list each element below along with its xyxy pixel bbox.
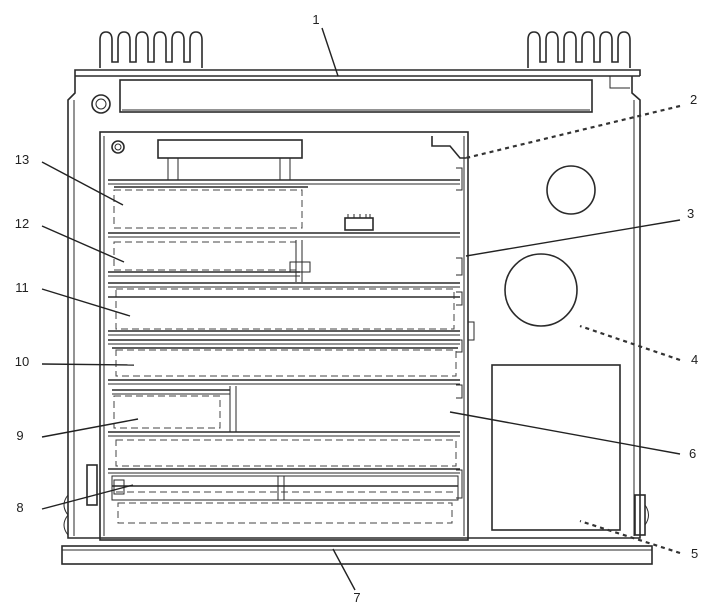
callout-1: 1: [312, 12, 319, 27]
card-cage: [99, 131, 475, 541]
callout-6: 6: [689, 446, 696, 461]
top-connector: [157, 139, 303, 159]
card-12: [108, 232, 460, 282]
side-brackets: [63, 464, 649, 536]
callout-7: 7: [353, 590, 360, 602]
base-plate: [61, 545, 653, 565]
callout-10: 10: [15, 354, 29, 369]
top-rail: [74, 69, 641, 113]
callout-4: 4: [691, 352, 698, 367]
callout-13: 13: [15, 152, 29, 167]
lower-cards: [108, 431, 460, 524]
callout-3: 3: [687, 206, 694, 221]
heatsink-fins-left: [99, 31, 203, 68]
card-10: [108, 339, 460, 385]
callout-8: 8: [16, 500, 23, 515]
small-opening: [546, 165, 596, 215]
callout-2: 2: [690, 92, 697, 107]
right-panel: [491, 165, 621, 531]
callout-9: 9: [16, 428, 23, 443]
callout-11: 11: [15, 280, 29, 295]
heatsink-fins-right: [527, 31, 631, 68]
large-opening: [504, 253, 578, 327]
corner-screw: [91, 94, 111, 114]
card-9: [112, 386, 237, 432]
chassis-frame: [67, 76, 641, 539]
callout-labels: 1 2 3 4 5 6 7 8 9 10 11 12 13: [15, 12, 698, 602]
callout-12: 12: [15, 216, 29, 231]
card-13: [108, 179, 460, 229]
leader-lines: [41, 27, 681, 591]
rear-plate: [491, 364, 621, 531]
ic-chip: [344, 217, 374, 231]
card-11: [108, 282, 460, 336]
callout-5: 5: [691, 546, 698, 561]
